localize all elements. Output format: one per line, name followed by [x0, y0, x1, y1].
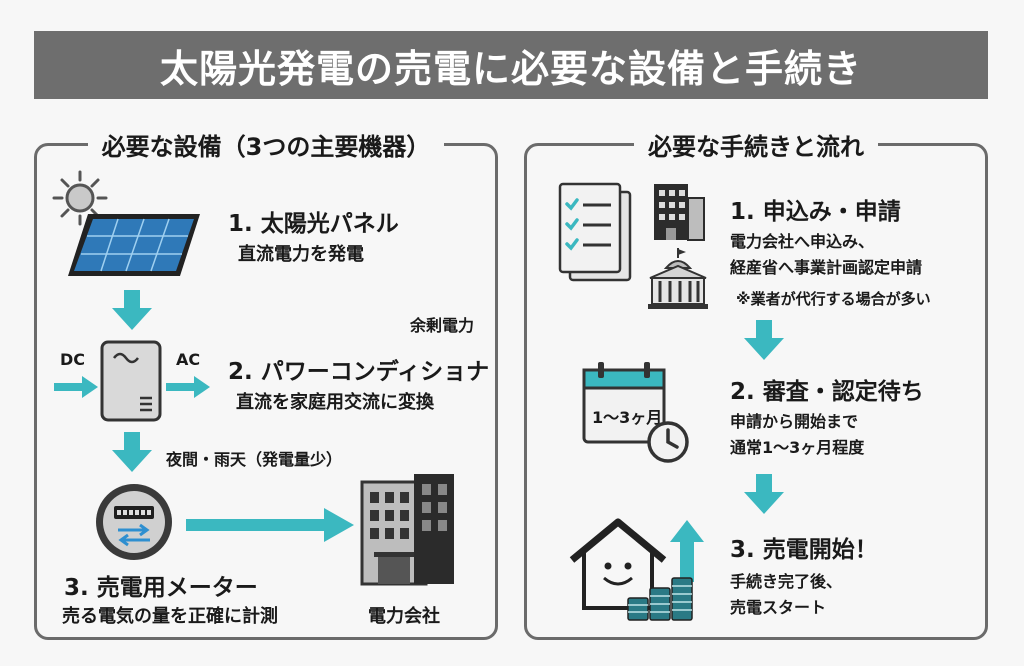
- solar-panel-icon: [68, 214, 200, 276]
- dc-arrow-icon: [54, 376, 98, 398]
- step1-note: ※業者が代行する場合が多い: [736, 290, 931, 308]
- step3-label: 3. 売電開始！: [730, 537, 878, 563]
- calendar-icon: [582, 362, 666, 444]
- meter-desc: 売る電気の量を正確に計測: [62, 606, 278, 627]
- sun-icon: [52, 170, 108, 226]
- meter-icon: [96, 484, 172, 560]
- step2-desc-line2: 通常1～3ヶ月程度: [730, 438, 865, 457]
- dc-label: DC: [60, 350, 86, 369]
- down-arrow-icon: [112, 290, 152, 330]
- down-arrow-icon: [744, 320, 784, 360]
- office-building-icon: [360, 474, 454, 586]
- night-label: 夜間・雨天（発電量少）: [166, 450, 343, 469]
- step2-label: 2. 審査・認定待ち: [730, 379, 924, 405]
- step1-label: 1. 申込み・申請: [730, 199, 901, 225]
- coin-stack-icon: [627, 577, 693, 621]
- ac-arrow-icon: [166, 376, 210, 398]
- inverter-label: 2. パワーコンディショナ: [228, 359, 490, 385]
- clock-icon: [647, 421, 689, 463]
- step3-desc-line2: 売電スタート: [730, 598, 827, 617]
- ac-label: AC: [176, 350, 201, 369]
- inverter-desc: 直流を家庭用交流に変換: [236, 392, 434, 413]
- page-title: 太陽光発電の売電に必要な設備と手続き: [159, 46, 862, 91]
- down-arrow-icon: [744, 474, 784, 514]
- power-conditioner-icon: [100, 340, 162, 422]
- down-arrow-icon: [112, 432, 152, 472]
- meter-label: 3. 売電用メーター: [64, 575, 258, 601]
- calendar-text: 1～3ヶ月: [592, 408, 663, 427]
- equipment-heading: 必要な設備（3つの主要機器）: [87, 133, 445, 161]
- surplus-power-label: 余剰電力: [410, 316, 475, 335]
- up-arrow-icon: [670, 520, 704, 582]
- equipment-panel: 必要な設備（3つの主要機器）: [34, 133, 498, 640]
- procedure-heading: 必要な手続きと流れ: [634, 133, 878, 161]
- smiling-house-icon: [569, 518, 667, 610]
- step1-desc-line2: 経産省へ事業計画認定申請: [730, 258, 923, 277]
- company-building-icon: [654, 184, 705, 241]
- solar-panel-desc: 直流電力を発電: [238, 244, 364, 265]
- procedure-panel: 必要な手続きと流れ: [524, 133, 988, 640]
- step1-desc-line1: 電力会社へ申込み、: [730, 232, 875, 251]
- checklist-document-icon: [558, 182, 632, 282]
- step2-desc-line1: 申請から開始まで: [730, 412, 859, 431]
- solar-panel-label: 1. 太陽光パネル: [228, 211, 399, 237]
- right-arrow-icon: [186, 508, 354, 542]
- government-building-icon: [648, 248, 708, 309]
- title-bar: 太陽光発電の売電に必要な設備と手続き: [34, 31, 988, 99]
- step3-desc-line1: 手続き完了後、: [730, 572, 843, 591]
- utility-label: 電力会社: [368, 606, 440, 627]
